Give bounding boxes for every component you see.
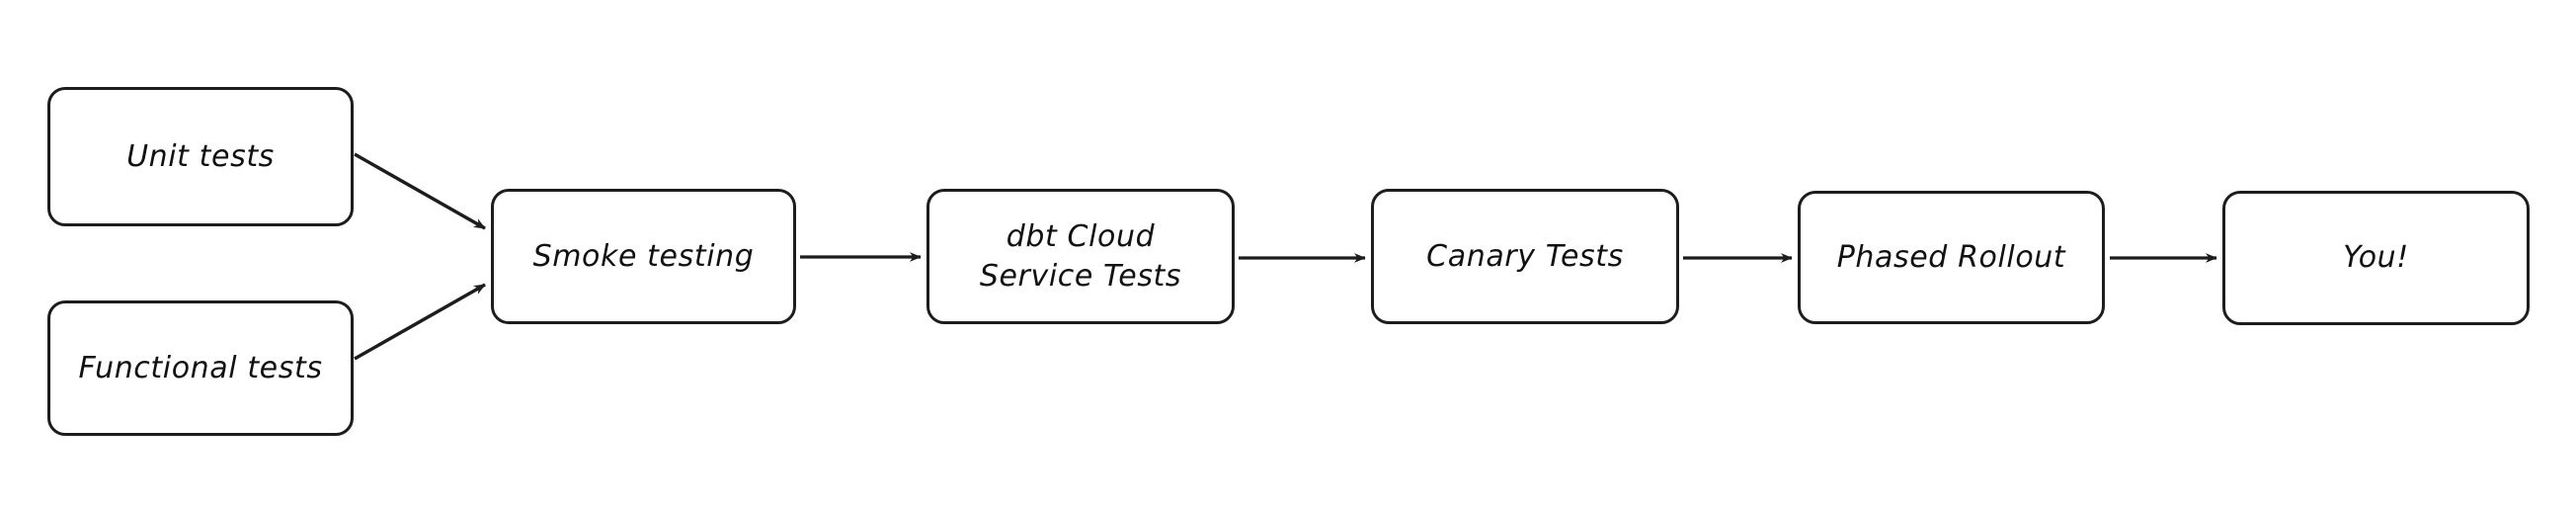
node-canary-tests[interactable]: Canary Tests xyxy=(1371,189,1679,324)
node-you-label: You! xyxy=(2343,240,2409,276)
node-unit-tests[interactable]: Unit tests xyxy=(47,87,354,226)
node-canary-tests-label: Canary Tests xyxy=(1426,238,1624,274)
node-unit-tests-label: Unit tests xyxy=(126,138,275,174)
node-functional-tests[interactable]: Functional tests xyxy=(47,300,354,436)
edge-functional-tests-to-smoke-testing xyxy=(354,283,486,361)
node-phased-rollout-label: Phased Rollout xyxy=(1836,239,2066,275)
node-functional-tests-label: Functional tests xyxy=(78,350,323,385)
node-smoke-testing[interactable]: Smoke testing xyxy=(491,189,796,324)
edge-unit-tests-to-smoke-testing xyxy=(354,152,486,230)
node-dbt-cloud-service-tests-label: dbt Cloud Service Tests xyxy=(979,218,1182,294)
node-you[interactable]: You! xyxy=(2222,191,2530,325)
node-phased-rollout[interactable]: Phased Rollout xyxy=(1798,191,2105,324)
node-smoke-testing-label: Smoke testing xyxy=(532,238,755,274)
node-dbt-cloud-service-tests[interactable]: dbt Cloud Service Tests xyxy=(926,189,1235,324)
